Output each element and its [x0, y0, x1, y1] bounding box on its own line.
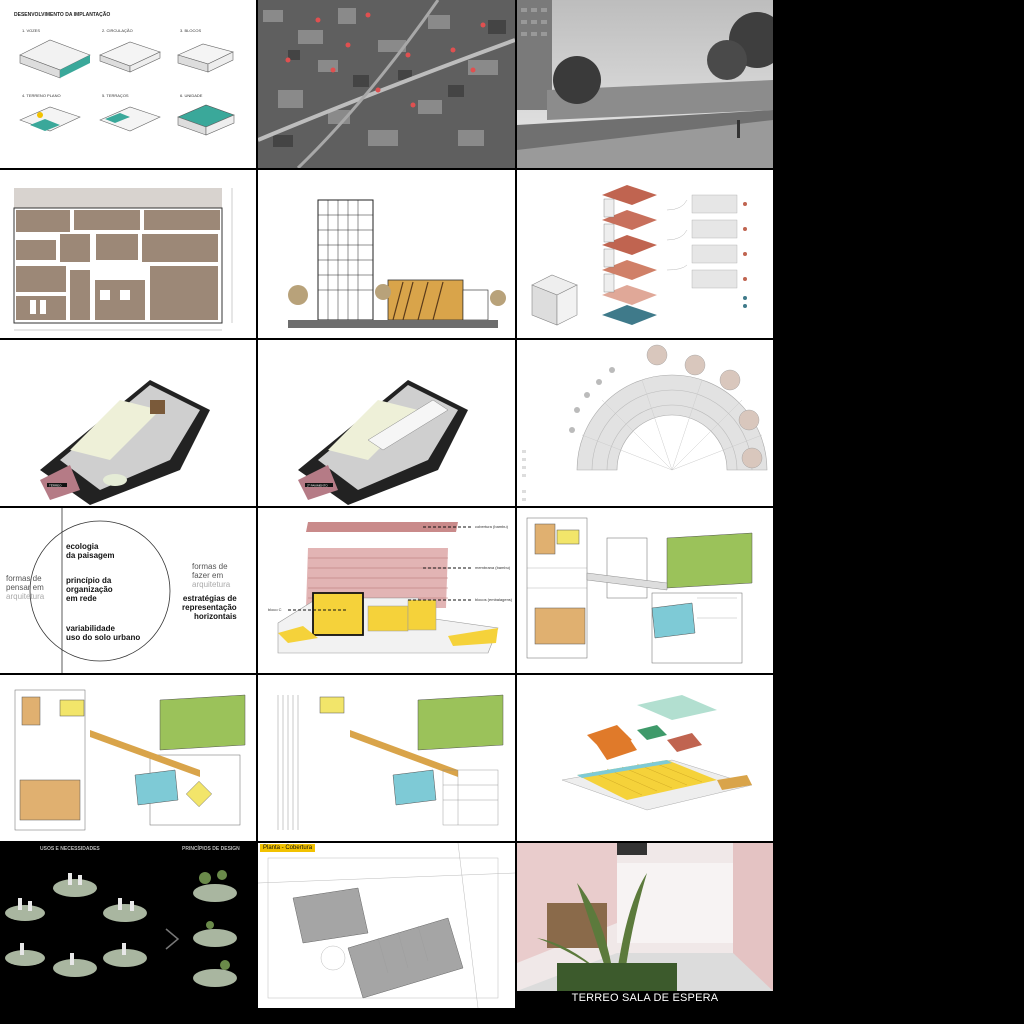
- right-label-line-2: fazer em: [192, 571, 224, 580]
- tile-exploded-tower[interactable]: [517, 170, 773, 338]
- site-plan-1-svg: [526, 517, 753, 664]
- tile-floor-plan[interactable]: [0, 170, 256, 338]
- site-plan-3-svg: [277, 694, 504, 830]
- tile-semicircle-diagram[interactable]: [517, 340, 773, 506]
- right-label-line-1: formas de: [192, 562, 228, 571]
- render-svg: [517, 843, 773, 991]
- planta-cobertura-svg: [258, 843, 515, 1008]
- item-principio: princípio da organização em rede: [66, 576, 113, 603]
- terreo-caption: TÉRREO: [49, 483, 62, 488]
- item-principio-line-1: princípio da: [66, 576, 112, 585]
- step-3-label: 3. BLOCOS: [180, 28, 201, 33]
- tile-exploded-section[interactable]: cobertura (bambu) membrana (bambu) bloco…: [258, 508, 515, 673]
- floor-plan-svg: [13, 188, 233, 331]
- usos-svg: [5, 870, 237, 987]
- left-label-line-1: formas de: [6, 574, 42, 583]
- step-6-label: 6. UNIDADE: [180, 93, 203, 98]
- item-estrategias-line-1: estratégias de: [182, 594, 237, 603]
- tile-concept-circle[interactable]: formas de pensar em arquitetura ecologia…: [0, 508, 256, 673]
- label-cobertura: cobertura (bambu): [475, 524, 509, 529]
- item-variabilidade: variabilidade uso do solo urbano: [66, 624, 140, 642]
- step-1-label: 1. VOZES: [22, 28, 40, 33]
- item-estrategias: estratégias de representação horizontais: [182, 594, 237, 621]
- item-ecologia-line-2: da paisagem: [66, 551, 115, 560]
- item-ecologia-line-1: ecologia: [66, 542, 99, 551]
- street-photo-svg: [517, 0, 773, 168]
- usos-title: USOS E NECESSIDADES: [40, 846, 100, 852]
- tile-planta-cobertura[interactable]: Planta - Cobertura: [258, 843, 515, 1008]
- aerial-terreo-svg: TÉRREO: [40, 380, 210, 505]
- aerial-pavimento-svg: 2º PAVIMENTO: [298, 380, 468, 505]
- tile-aerial-photo[interactable]: [258, 0, 515, 168]
- aerial-photo-svg: [258, 0, 515, 168]
- left-label: formas de pensar em arquitetura: [6, 574, 44, 601]
- label-bloco-c: bloco C: [268, 607, 282, 612]
- item-principio-line-2: organização: [66, 585, 113, 594]
- implantacao-title: DESENVOLVIMENTO DA IMPLANTAÇÃO: [14, 11, 110, 18]
- label-membrana: membrana (bambu): [475, 565, 511, 570]
- tile-elevation[interactable]: [258, 170, 515, 338]
- step-2-label: 2. CIRCULAÇÃO: [102, 28, 133, 33]
- item-estrategias-line-3: horizontais: [194, 612, 237, 621]
- exploded-axo-svg: [561, 695, 753, 811]
- item-variabilidade-line-2: uso do solo urbano: [66, 633, 141, 642]
- exploded-section-svg: cobertura (bambu) membrana (bambu) bloco…: [268, 522, 513, 654]
- tile-street-photo[interactable]: [517, 0, 773, 168]
- item-variabilidade-line-1: variabilidade: [66, 624, 115, 633]
- tile-implantacao-diagrams[interactable]: DESENVOLVIMENTO DA IMPLANTAÇÃO 1. VOZES …: [0, 0, 256, 168]
- concept-circle-svg: [29, 508, 171, 673]
- left-label-line-2: pensar em: [6, 583, 44, 592]
- tile-site-plan-2[interactable]: [0, 675, 256, 841]
- item-principio-line-3: em rede: [66, 594, 97, 603]
- planta-cobertura-tag: Planta - Cobertura: [260, 844, 316, 852]
- tile-usos-necessidades[interactable]: USOS E NECESSIDADES PRINCÍPIOS DE DESIGN: [0, 843, 256, 1008]
- tile-aerial-pavimento[interactable]: 2º PAVIMENTO: [258, 340, 515, 506]
- item-estrategias-line-2: representação: [182, 603, 237, 612]
- tile-exploded-axo[interactable]: [517, 675, 773, 841]
- left-label-line-3: arquitetura: [6, 592, 45, 601]
- elevation-svg: [288, 199, 506, 328]
- tile-site-plan-1[interactable]: [517, 508, 773, 673]
- exploded-tower-svg: [531, 185, 747, 326]
- site-plan-2-svg: [14, 689, 246, 831]
- render-caption: TERREO SALA DE ESPERA: [571, 992, 719, 1004]
- pavimento-caption: 2º PAVIMENTO: [307, 484, 328, 488]
- step-5-label: 5. TERRAÇOS: [102, 93, 129, 98]
- item-ecologia: ecologia da paisagem: [66, 542, 114, 560]
- step-4-label: 4. TERRENO PLANO: [22, 93, 61, 98]
- right-label-line-3: arquitetura: [192, 580, 231, 589]
- tile-site-plan-3[interactable]: [258, 675, 515, 841]
- implantacao-svg: DESENVOLVIMENTO DA IMPLANTAÇÃO 1. VOZES …: [14, 11, 235, 136]
- right-label: formas de fazer em arquitetura: [192, 562, 230, 589]
- principios-title: PRINCÍPIOS DE DESIGN: [182, 846, 240, 852]
- semicircle-svg: [522, 344, 768, 501]
- tile-render-sala-espera[interactable]: TERREO SALA DE ESPERA: [517, 843, 773, 1008]
- tile-aerial-terreo[interactable]: TÉRREO: [0, 340, 256, 506]
- label-blocos: blocos (embalagens): [475, 597, 513, 602]
